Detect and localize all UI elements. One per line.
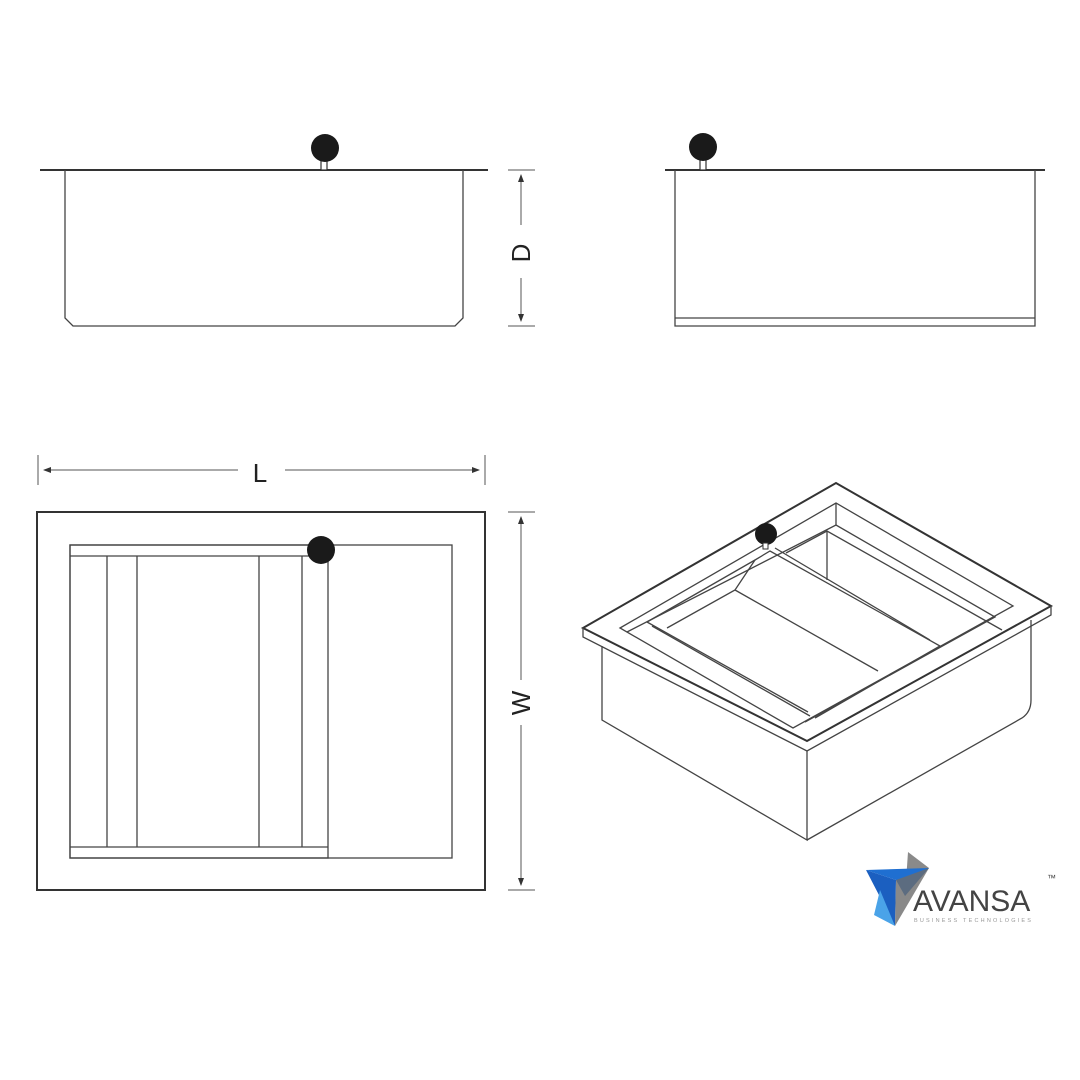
logo-trademark: ™	[1047, 873, 1056, 883]
length-label: L	[253, 458, 267, 488]
knob-icon	[755, 523, 777, 545]
length-dimension: L	[37, 455, 486, 488]
knob-icon	[307, 536, 335, 564]
width-dimension: W	[506, 511, 536, 891]
knob-icon	[311, 134, 339, 162]
logo-name: AVANSA	[913, 885, 1030, 918]
front-view-body	[64, 170, 464, 327]
logo-tagline: BUSINESS TECHNOLOGIES	[914, 918, 1033, 924]
isometric-view	[580, 481, 1054, 842]
side-view	[665, 133, 1045, 327]
depth-label: D	[506, 244, 536, 263]
front-view	[40, 134, 488, 327]
avansa-logo: AVANSA ™ BUSINESS TECHNOLOGIES	[866, 852, 1056, 926]
top-view	[36, 511, 486, 891]
depth-dimension: D	[506, 169, 536, 327]
width-label: W	[506, 690, 536, 715]
knob-icon	[689, 133, 717, 161]
